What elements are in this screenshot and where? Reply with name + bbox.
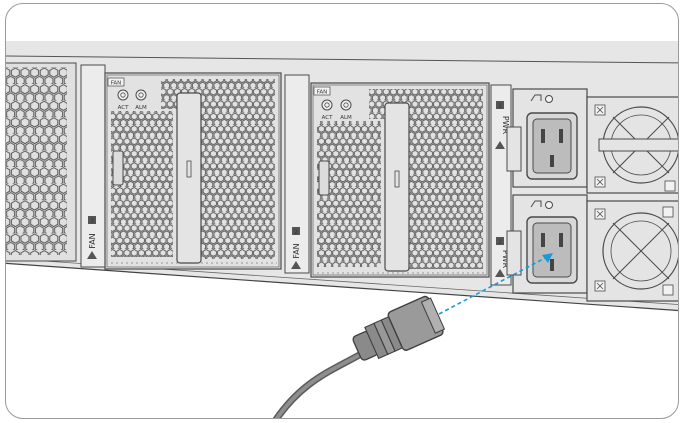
pwr-1-number: 1 <box>498 103 502 110</box>
arrow-icon <box>495 141 505 149</box>
pwr-2-number: 2 <box>498 239 502 246</box>
insertion-guide <box>438 253 553 315</box>
led-icon <box>321 99 333 111</box>
fan-badge-text: FAN <box>111 81 122 87</box>
left-fan-module[interactable]: 3 FAN <box>5 62 106 268</box>
led-label-alm: ALM <box>135 105 147 111</box>
ac-inlet-icon[interactable] <box>526 112 578 180</box>
power-supply-1[interactable] <box>506 88 679 194</box>
power-plug[interactable] <box>349 294 446 368</box>
led-label-alm: ALM <box>340 115 352 121</box>
slot-number-badge <box>88 216 96 224</box>
arrow-icon <box>495 269 505 277</box>
fan-module-1[interactable]: FAN ACT ALM <box>104 72 282 270</box>
fan-grille-icon <box>598 106 678 184</box>
ac-inlet-icon[interactable] <box>526 216 578 284</box>
fan-grille-icon <box>602 212 678 290</box>
fan-handle[interactable] <box>176 92 202 264</box>
led-label-act: ACT <box>322 115 334 121</box>
fan-badge <box>313 86 331 96</box>
fan-latch[interactable] <box>112 150 124 186</box>
fan-module-2[interactable]: FAN ACT ALM <box>310 82 490 278</box>
slot-number-badge <box>292 227 300 235</box>
slot-label: FAN <box>88 233 97 248</box>
power-cable-icon[interactable] <box>272 294 446 419</box>
arrow-icon <box>291 261 301 269</box>
fan-1-slot-marker <box>88 216 96 224</box>
led-label-act: ACT <box>118 105 130 111</box>
led-icon <box>135 89 147 101</box>
led-icon <box>340 99 352 111</box>
fan-slot-separator: 2 FAN <box>284 74 310 274</box>
power-supply-bay: 1 PWR 2 PWR <box>490 84 512 286</box>
led-icon <box>117 89 129 101</box>
slot-number: 3 <box>90 218 94 225</box>
fan-badge-text: FAN <box>317 90 328 96</box>
slot-number-badge <box>496 101 504 109</box>
switch-rear-panel-illustration: 3 FAN FAN ACT ALM 2 FAN <box>5 41 679 419</box>
power-supply-2[interactable] <box>506 194 679 302</box>
slot-label: FAN <box>292 243 301 258</box>
slot-number: 2 <box>294 229 298 236</box>
fan-latch[interactable] <box>318 160 330 196</box>
arrow-icon <box>87 251 97 259</box>
fan-badge <box>107 77 125 87</box>
pwr-1-label: PWR <box>501 116 510 135</box>
slot-number-badge <box>496 237 504 245</box>
diagram-frame: 3 FAN FAN ACT ALM 2 FAN <box>5 3 679 419</box>
pwr-2-label: PWR <box>501 250 510 269</box>
